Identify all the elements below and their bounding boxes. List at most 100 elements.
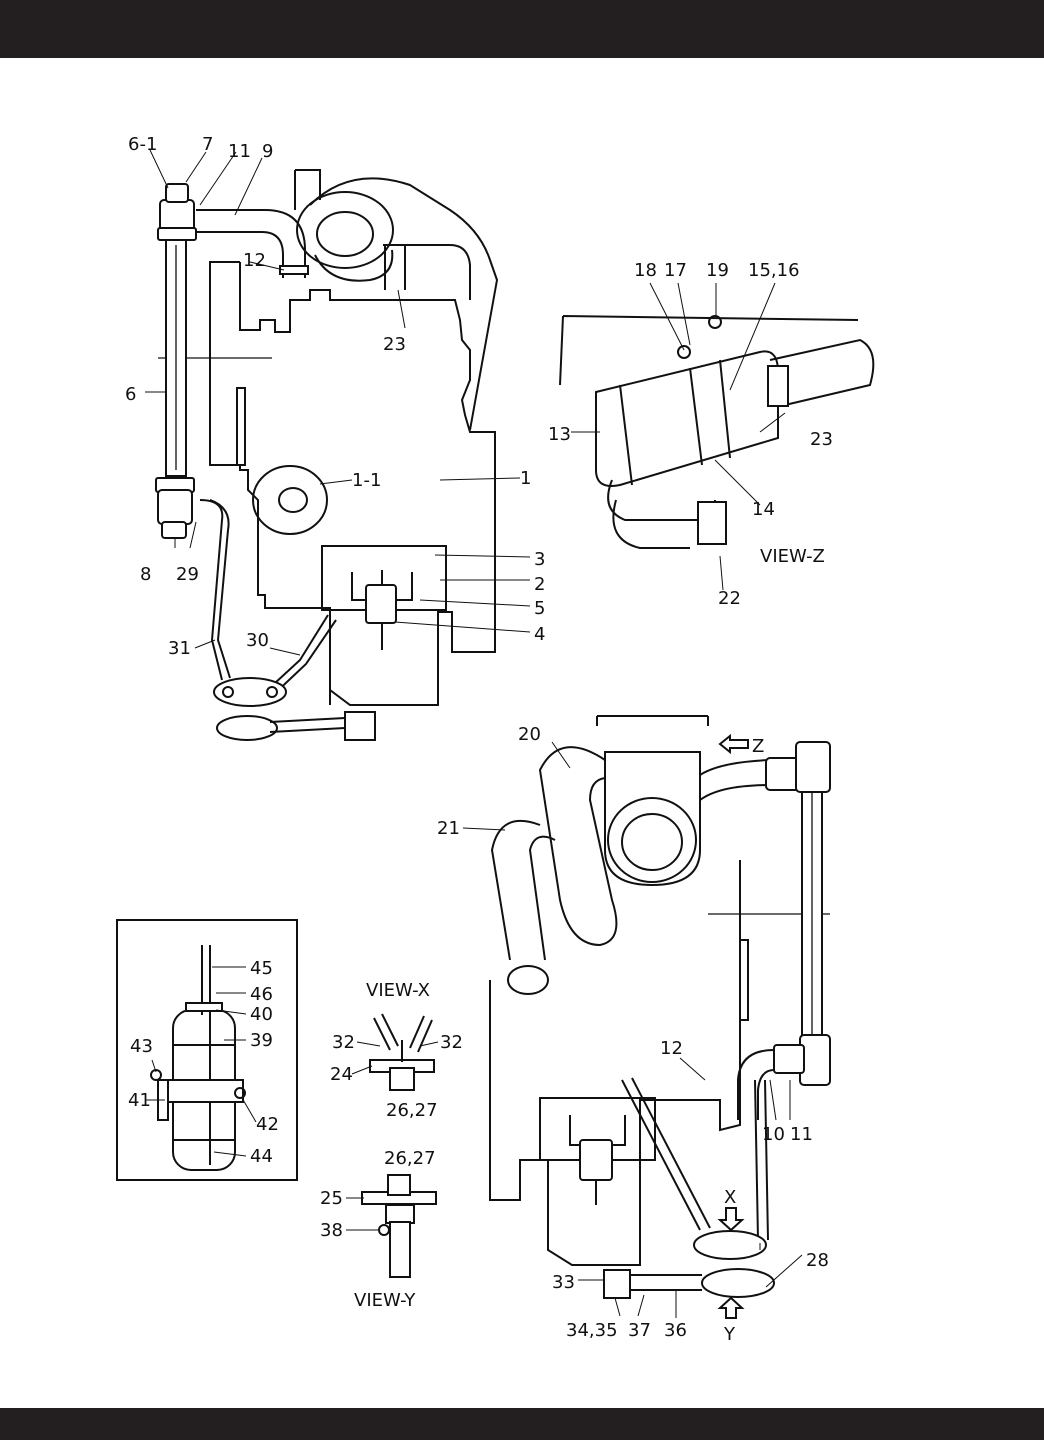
callout-32b: 32 <box>440 1032 463 1053</box>
inset-frame <box>116 919 298 1181</box>
callout-13: 13 <box>548 424 571 445</box>
callout-11b: 11 <box>790 1124 813 1145</box>
callout-37: 37 <box>628 1320 651 1341</box>
hose-10 <box>737 1049 775 1120</box>
label-view-z: VIEW-Z <box>760 546 825 567</box>
view-x-pipe-left <box>373 1013 399 1051</box>
lr-top-fitting <box>795 741 831 793</box>
bottom-cap <box>161 521 187 539</box>
view-x-y-details <box>361 1013 437 1278</box>
pipe-21-end <box>507 965 549 995</box>
label-arrow-x: X <box>724 1187 736 1208</box>
view-z-assembly <box>559 315 875 549</box>
view-y-pipe <box>389 1221 411 1278</box>
callout-44: 44 <box>250 1146 273 1167</box>
callout-17: 17 <box>664 260 687 281</box>
hose-9 <box>196 209 306 278</box>
lr-hose-upper <box>699 759 771 801</box>
view-x-pipe-right <box>409 1015 433 1053</box>
lr-muffler-face <box>607 797 697 883</box>
callout-32a: 32 <box>332 1032 355 1053</box>
view-y-collar <box>385 1204 415 1224</box>
view-x-nut <box>389 1067 415 1091</box>
callout-9: 9 <box>262 141 273 162</box>
callout-25: 25 <box>320 1188 343 1209</box>
arrow-z-shape <box>718 733 749 755</box>
callout-1: 1 <box>520 468 531 489</box>
pipe-elbow-a <box>296 191 394 269</box>
label-arrow-z: Z <box>752 736 764 757</box>
callout-4: 4 <box>534 624 545 645</box>
lr-engine-outline <box>489 715 741 1266</box>
callout-18: 18 <box>634 260 657 281</box>
callout-11a: 11 <box>228 141 251 162</box>
footer-bar <box>0 1408 1044 1440</box>
flange-28-lower <box>701 1268 775 1298</box>
drain-fitting <box>344 711 376 741</box>
view-y-clamp-38 <box>378 1224 390 1236</box>
callout-5: 5 <box>534 598 545 619</box>
drain-line <box>269 717 346 733</box>
callout-8: 8 <box>140 564 151 585</box>
callout-12b: 12 <box>660 1038 683 1059</box>
view-z-clamp-22 <box>697 501 727 545</box>
clamp-12 <box>279 265 309 275</box>
leader-paths <box>145 149 803 1318</box>
callout-34-35: 34,35 <box>566 1320 618 1341</box>
callout-45: 45 <box>250 958 273 979</box>
flange-lower <box>216 715 278 741</box>
lr-line-a <box>621 1077 711 1231</box>
callout-22: 22 <box>718 588 741 609</box>
callout-6: 6 <box>125 384 136 405</box>
callout-36: 36 <box>664 1320 687 1341</box>
inset-bolt-43 <box>150 1069 162 1081</box>
callout-29: 29 <box>176 564 199 585</box>
callout-39: 39 <box>250 1030 273 1051</box>
lr-slot <box>739 939 749 1021</box>
lower-right-assembly <box>489 715 831 1319</box>
header-bar <box>0 0 1044 58</box>
pipe-elbow-a-inner <box>316 211 374 257</box>
callout-10: 10 <box>762 1124 785 1145</box>
pipe-21 <box>490 820 556 961</box>
lr-muffler <box>604 751 701 887</box>
leader-lines <box>145 149 803 1318</box>
lr-bottom-fitting-left <box>773 1044 805 1074</box>
callout-1-1: 1-1 <box>352 470 381 491</box>
label-view-x: VIEW-X <box>366 980 430 1001</box>
bottom-fitting <box>157 489 193 525</box>
callout-19: 19 <box>706 260 729 281</box>
callout-24: 24 <box>330 1064 353 1085</box>
callout-2: 2 <box>534 574 545 595</box>
callout-41: 41 <box>128 1090 151 1111</box>
flange-upper <box>213 677 287 707</box>
view-z-bolt-19 <box>708 315 722 329</box>
flange-28-upper <box>693 1230 767 1260</box>
view-z-bolt-18 <box>677 345 691 359</box>
callout-26-27b: 26,27 <box>384 1148 436 1169</box>
callout-40: 40 <box>250 1004 273 1025</box>
flywheel-hub <box>278 487 308 513</box>
oil-pan <box>329 640 439 705</box>
callout-31: 31 <box>168 638 191 659</box>
callout-23a: 23 <box>383 334 406 355</box>
upper-left-assembly <box>155 169 499 741</box>
pipe-elbow-b <box>309 177 499 431</box>
arrow-x-shape <box>717 1207 745 1232</box>
label-arrow-y: Y <box>723 1324 736 1345</box>
callout-43: 43 <box>130 1036 153 1057</box>
flywheel <box>252 465 328 535</box>
flange-bolt-b <box>266 686 278 698</box>
lr-valve <box>579 1139 613 1181</box>
callout-23b: 23 <box>810 429 833 450</box>
callout-3: 3 <box>534 549 545 570</box>
pipe-20 <box>538 746 618 947</box>
pipe-elbow-c <box>314 245 406 290</box>
inset-cap-40 <box>185 1002 223 1012</box>
callout-33: 33 <box>552 1272 575 1293</box>
lr-drain-line-36 <box>620 1274 702 1291</box>
arrow-y-shape <box>717 1296 745 1319</box>
view-y-nut <box>387 1174 411 1196</box>
top-nut <box>157 227 197 241</box>
callout-26-27a: 26,27 <box>386 1100 438 1121</box>
